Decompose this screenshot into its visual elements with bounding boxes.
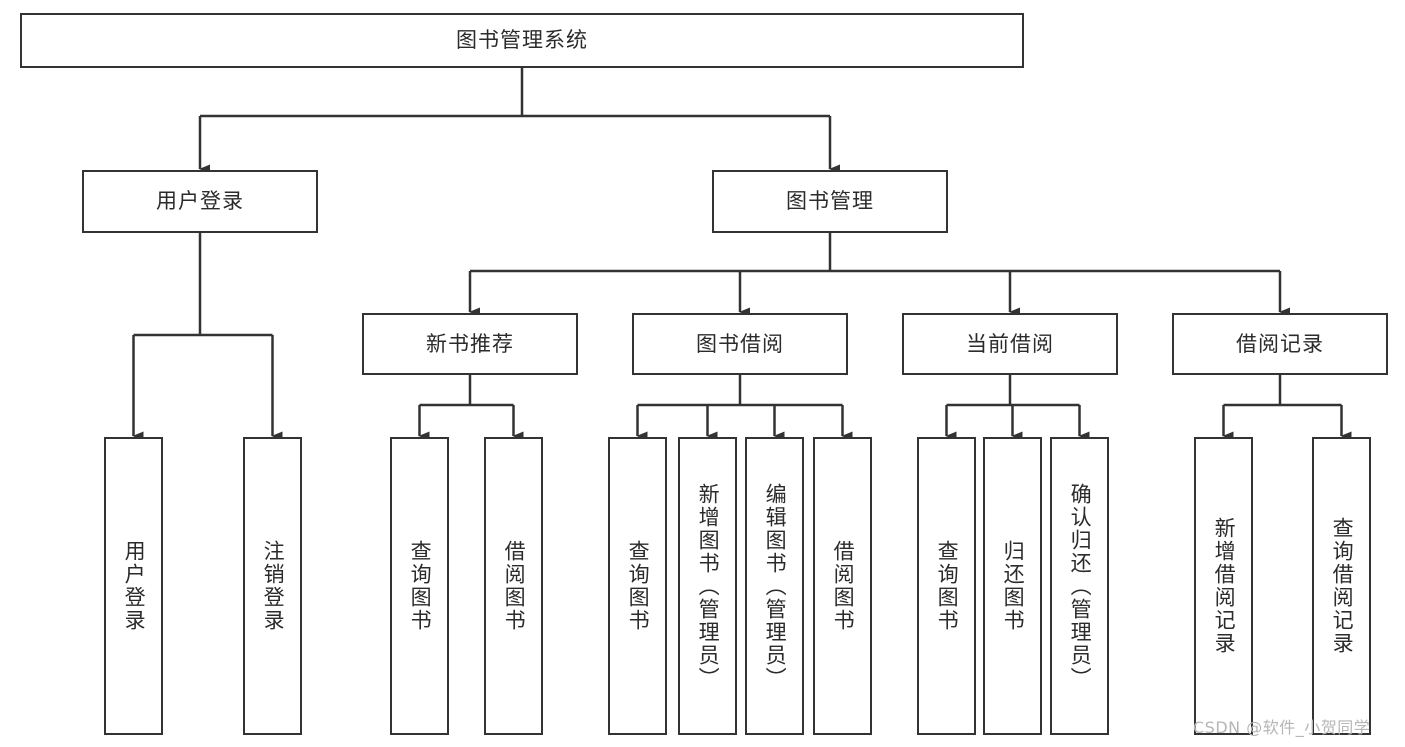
node-book-borrow[interactable]: 图书借阅 [632, 313, 848, 375]
node-label: 新增借阅记录 [1212, 517, 1237, 655]
node-label: 注销登录 [261, 540, 286, 632]
node-leaf-rec-query[interactable]: 查询图书 [390, 437, 449, 735]
node-label: 借阅图书 [502, 540, 527, 632]
watermark-text: CSDN @软件_小贺同学 [1193, 718, 1371, 737]
node-book-manage[interactable]: 图书管理 [712, 170, 948, 233]
node-user-login[interactable]: 用户登录 [82, 170, 318, 233]
node-label: 借阅图书 [831, 540, 856, 632]
node-leaf-cur-query[interactable]: 查询图书 [917, 437, 976, 735]
node-leaf-rec-add[interactable]: 新增借阅记录 [1194, 437, 1253, 735]
node-label: 编辑图书（管理员） [763, 482, 788, 690]
node-label: 查询图书 [935, 540, 960, 632]
node-label: 归还图书 [1001, 540, 1026, 632]
node-leaf-rec-search[interactable]: 查询借阅记录 [1312, 437, 1371, 735]
node-current-borrow[interactable]: 当前借阅 [902, 313, 1118, 375]
node-leaf-borrow-do[interactable]: 借阅图书 [813, 437, 872, 735]
node-label: 确认归还（管理员） [1068, 482, 1093, 690]
node-new-book-rec[interactable]: 新书推荐 [362, 313, 578, 375]
node-borrow-record[interactable]: 借阅记录 [1172, 313, 1388, 375]
connector-lines [132, 68, 1352, 441]
node-leaf-borrow-edit[interactable]: 编辑图书（管理员） [745, 437, 804, 735]
node-leaf-user-login[interactable]: 用户登录 [104, 437, 163, 735]
node-leaf-borrow-query[interactable]: 查询图书 [608, 437, 667, 735]
node-leaf-rec-borrow[interactable]: 借阅图书 [484, 437, 543, 735]
node-label: 查询图书 [626, 540, 651, 632]
node-label: 新增图书（管理员） [696, 482, 721, 690]
node-leaf-cur-return[interactable]: 归还图书 [983, 437, 1042, 735]
node-label: 查询借阅记录 [1330, 517, 1355, 655]
node-label: 查询图书 [408, 540, 433, 632]
node-leaf-user-logout[interactable]: 注销登录 [243, 437, 302, 735]
node-leaf-cur-confirm[interactable]: 确认归还（管理员） [1050, 437, 1109, 735]
node-label: 用户登录 [122, 540, 147, 632]
node-root[interactable]: 图书管理系统 [20, 13, 1024, 68]
node-leaf-borrow-add[interactable]: 新增图书（管理员） [678, 437, 737, 735]
